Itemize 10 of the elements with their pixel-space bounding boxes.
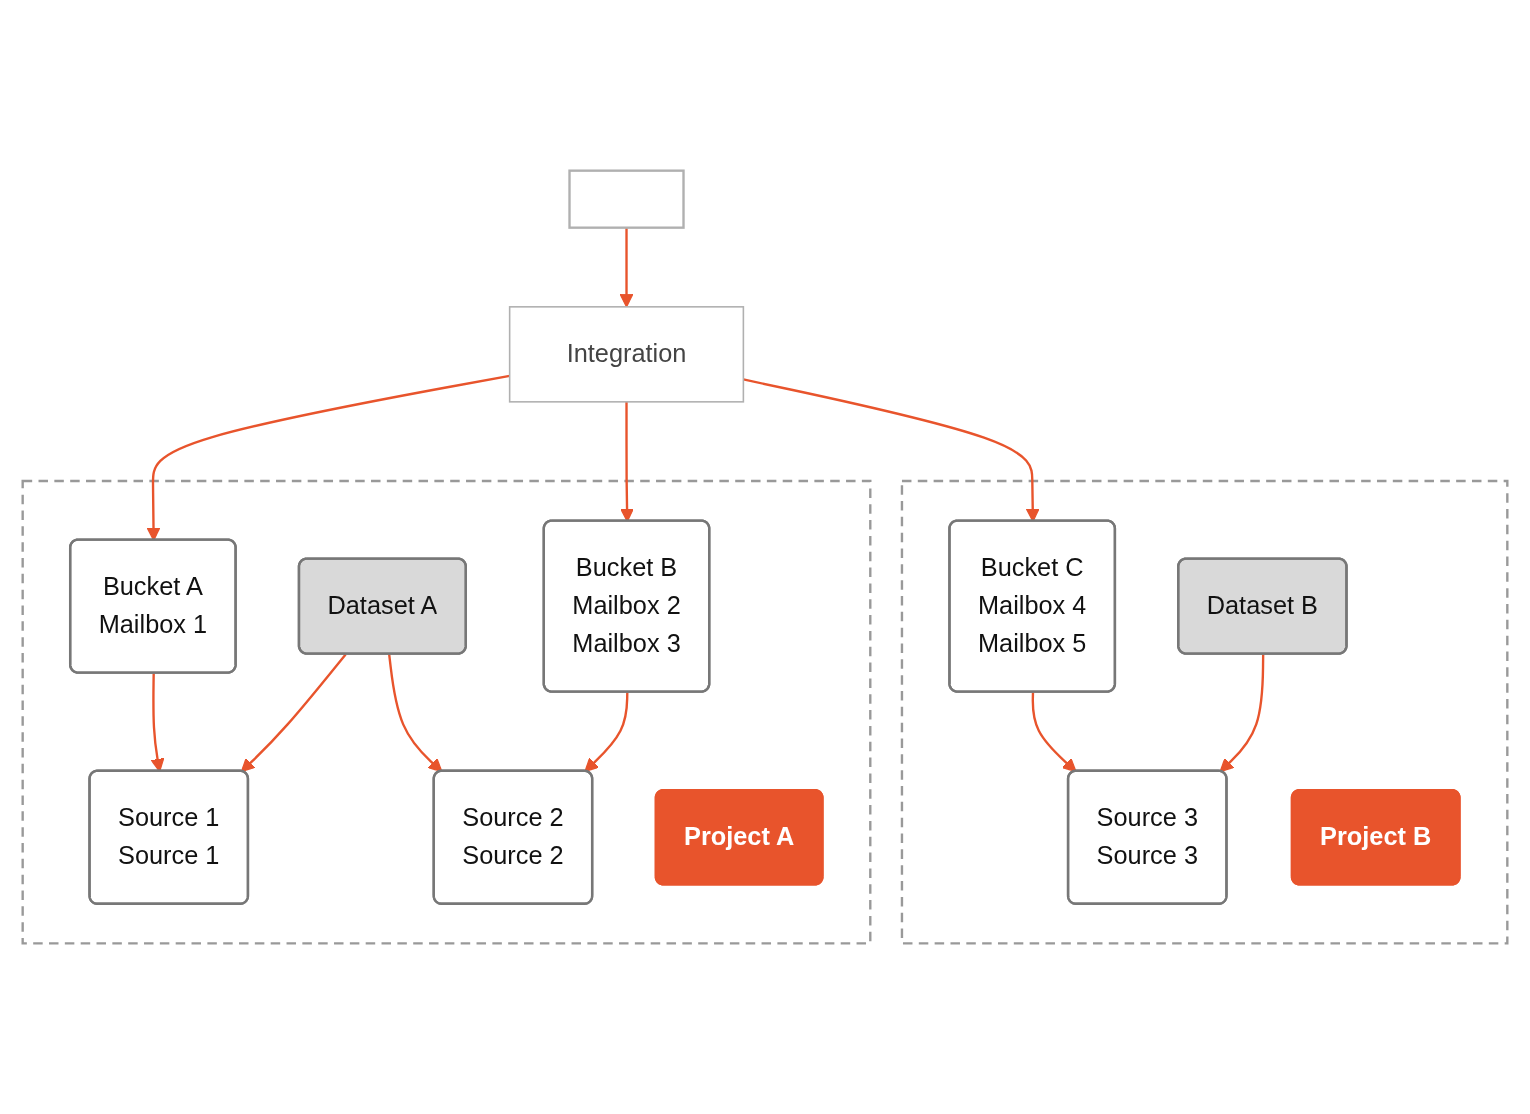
arrow xyxy=(240,653,347,773)
cluster xyxy=(21,479,872,945)
arrow xyxy=(1031,692,1077,773)
arrow xyxy=(584,692,629,773)
cluster xyxy=(900,479,1509,945)
node-box xyxy=(568,169,685,229)
arrow xyxy=(619,227,634,308)
arrow xyxy=(1219,654,1265,773)
node-box: Integration xyxy=(508,306,745,403)
arrow xyxy=(388,654,443,773)
